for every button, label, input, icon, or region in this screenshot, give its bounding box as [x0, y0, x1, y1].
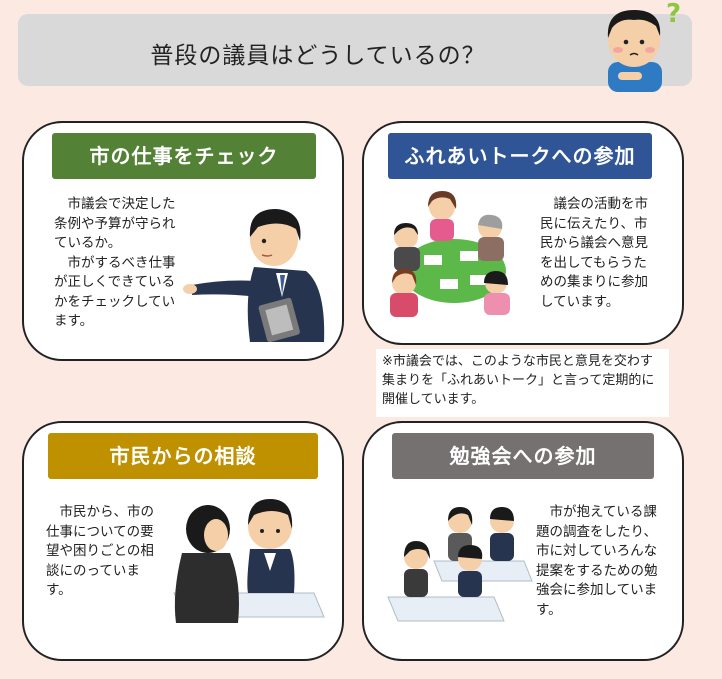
fureai-talk-note: ※市議会では、このような市民と意見を交わす集まりを「ふれあいトーク」と言って定期…: [376, 349, 669, 417]
card-study-session: 勉強会への参加 市が抱えている課題の調査をしたり、市に対していろんな提案をするた…: [362, 421, 684, 661]
card-fureai-talk: ふれあいトークへの参加 議会の活動を市民に伝えたり、市民から議会へ意見を出しても…: [362, 121, 684, 345]
politician-pointing-illustration: [183, 209, 325, 343]
card-text-consultation: 市民から、市の仕事についての要望や困りごとの相談にのっています。: [46, 504, 154, 598]
card-label-study: 勉強会への参加: [392, 433, 654, 479]
card-citizen-consultation: 市民からの相談 市民から、市の仕事についての要望や困りごとの相談にのっています。: [22, 421, 344, 661]
card-check-city-work: 市の仕事をチェック 市議会で決定した条例や予算が守られているか。 市がするべき仕…: [22, 121, 344, 361]
study-session-illustration: [387, 507, 533, 622]
svg-text:?: ?: [666, 0, 681, 29]
page-title: 普段の議員はどうしているの？: [150, 43, 486, 69]
town-meeting-illustration: [390, 191, 510, 317]
card-text-fureai: 議会の活動を市民に伝えたり、市民から議会へ意見を出してもらうための集まりに参加し…: [540, 196, 648, 310]
card-label-fureai: ふれあいトークへの参加: [388, 133, 652, 179]
consultation-illustration: [173, 499, 325, 623]
card-label-check: 市の仕事をチェック: [52, 133, 316, 179]
thinking-boy-illustration: ?: [607, 0, 681, 92]
card-text-check: 市議会で決定した条例や予算が守られているか。 市がするべき仕事が正しくできている…: [54, 196, 176, 329]
card-text-study: 市が抱えている課題の調査をしたり、市に対していろんな提案をするための勉強会に参加…: [536, 504, 658, 618]
card-label-consultation: 市民からの相談: [48, 433, 318, 479]
header-banner: 普段の議員はどうしているの？: [18, 14, 692, 86]
